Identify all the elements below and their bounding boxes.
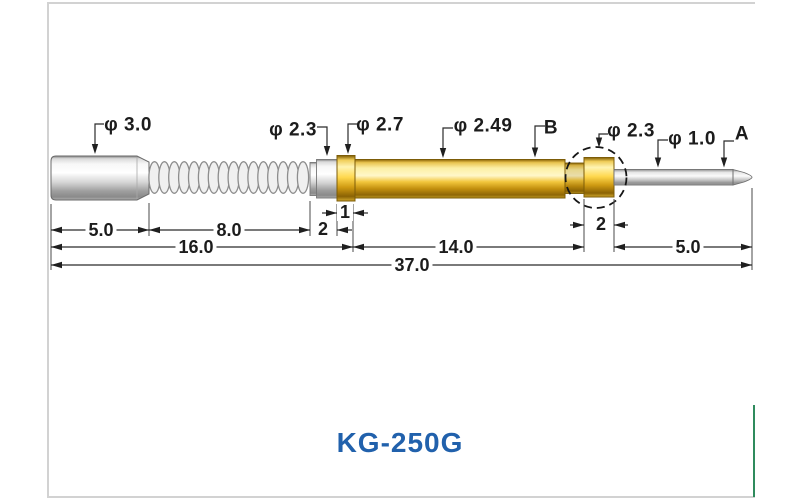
detail-circle [564,146,628,209]
callout-tip-collar-diameter: φ 2.3 [607,120,655,142]
probe-flange [336,155,356,202]
dim-barrel-length: 5.0 [85,221,117,239]
probe-tip-collar [564,157,615,198]
callout-rear-collar-diameter: φ 2.3 [269,119,317,141]
dim-overall-length: 37.0 [391,255,433,274]
callout-barrel-diameter: φ 3.0 [104,114,152,136]
probe-body [354,159,566,199]
probe-rear-collar [309,159,338,199]
dim-flange-length: 1 [336,203,354,221]
dim-spring-length: 8.0 [213,221,245,239]
drawing-frame [47,2,755,498]
extension-lines [50,188,753,270]
dim-body-length: 14.0 [435,237,477,256]
dim-needle-length: 5.0 [672,237,704,256]
callout-body-diameter: φ 2.49 [453,115,513,137]
part-number-title: KG-250G [336,427,464,458]
callout-point-b: B [543,117,559,139]
probe-barrel [50,155,150,201]
probe-needle [613,168,753,186]
callout-point-a: A [734,123,750,145]
dim-tip-collar-length: 2 [592,215,610,233]
dim-rear-collar-length: 2 [314,220,332,238]
dim-rear-assembly-length: 16.0 [175,238,217,256]
leader-lines [91,123,734,168]
probe-spring [148,161,310,194]
callout-flange-diameter: φ 2.7 [356,114,404,136]
callout-needle-diameter: φ 1.0 [668,128,716,150]
